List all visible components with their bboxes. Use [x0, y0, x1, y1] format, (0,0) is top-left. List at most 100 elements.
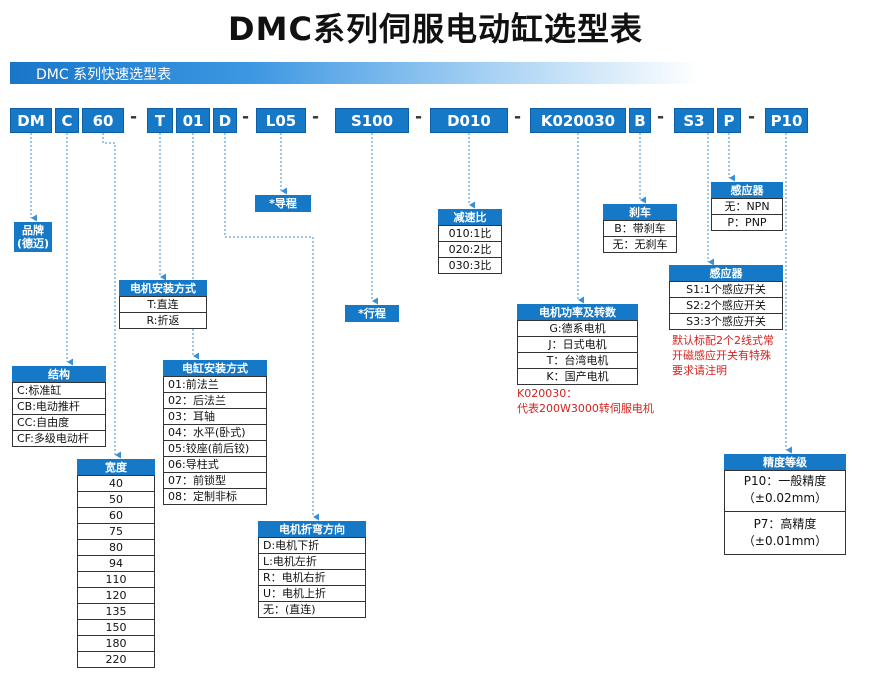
list-item: 02：后法兰 [164, 393, 266, 409]
code-k020030: K020030 [530, 108, 626, 133]
list-item: 75 [78, 524, 154, 540]
list-item: 06:导柱式 [164, 457, 266, 473]
list-item: 120 [78, 588, 154, 604]
list-item: 180 [78, 636, 154, 652]
precision-p7-range: （±0.01mm） [742, 534, 828, 548]
list-item: 04：水平(卧式) [164, 425, 266, 441]
list-item: P：PNP [727, 216, 767, 229]
list-item: 60 [78, 508, 154, 524]
motor-power-note: 代表200W3000转伺服电机 [517, 402, 654, 415]
sensor-type-list: 无：NPN P：PNP [711, 198, 783, 231]
list-item: 220 [105, 653, 127, 666]
motor-mount-label: 电机安装方式 [119, 280, 207, 297]
list-item: L:电机左折 [259, 554, 365, 570]
reducer-list: 010:1比 020:2比 030:3比 [438, 225, 502, 274]
code-c: C [55, 108, 79, 133]
dash: - [242, 107, 250, 127]
code-p: P [717, 108, 741, 133]
sensor-type-label: 感应器 [711, 182, 783, 199]
list-item: 50 [78, 492, 154, 508]
list-item: U：电机上折 [259, 586, 365, 602]
list-item: R:折返 [146, 314, 180, 327]
list-item: 030:3比 [448, 259, 492, 272]
list-item: 05:铰座(前后铰) [164, 441, 266, 457]
dash: - [312, 107, 320, 127]
list-item: 无：无刹车 [612, 238, 668, 251]
dash: - [415, 107, 423, 127]
brake-label: 刹车 [603, 204, 677, 221]
list-item: T:直连 [120, 297, 206, 313]
list-item: S1:1个感应开关 [670, 282, 782, 298]
fold-direction-list: D:电机下折 L:电机左折 R：电机右折 U：电机上折 无：(直连) [258, 537, 366, 618]
list-item: 无：NPN [712, 199, 782, 215]
list-item: 01:前法兰 [164, 377, 266, 393]
sensor-switch-note: 默认标配2个2线式常 [672, 334, 774, 347]
list-item: 020:2比 [439, 242, 501, 258]
list-item: 110 [78, 572, 154, 588]
sensor-switch-note: 要求请注明 [672, 364, 727, 377]
list-item: 94 [78, 556, 154, 572]
code-s3: S3 [674, 108, 714, 133]
list-item: 010:1比 [439, 226, 501, 242]
motor-power-note: K020030： [517, 387, 578, 400]
structure-list: C:标准缸 CB:电动推杆 CC:自由度 CF:多级电动杆 [12, 382, 106, 447]
list-item: 40 [78, 476, 154, 492]
dash: - [514, 107, 522, 127]
list-item: 无：(直连) [263, 603, 316, 616]
width-label: 宽度 [77, 459, 155, 476]
list-item: 03：耳轴 [164, 409, 266, 425]
list-item: K：国产电机 [546, 370, 609, 383]
list-item: 135 [78, 604, 154, 620]
subtitle: DMC 系列快速选型表 [36, 67, 172, 83]
dash: - [657, 107, 665, 127]
motor-mount-list: T:直连 R:折返 [119, 296, 207, 329]
code-01: 01 [176, 108, 210, 133]
code-p10: P10 [765, 108, 808, 133]
page-title: DMC系列伺服电动缸选型表 [228, 10, 643, 48]
list-item: C:标准缸 [13, 383, 105, 399]
list-item: J：日式电机 [518, 337, 637, 353]
stroke-label: *行程 [345, 305, 399, 322]
width-list: 40 50 60 75 80 94 110 120 135 150 180 22… [77, 475, 155, 668]
code-b: B [629, 108, 651, 133]
list-item: 80 [78, 540, 154, 556]
list-item: D:电机下折 [259, 538, 365, 554]
code-d010: D010 [430, 108, 508, 133]
sensor-switch-list: S1:1个感应开关 S2:2个感应开关 S3:3个感应开关 [669, 281, 783, 330]
brake-list: B：带刹车 无：无刹车 [603, 220, 677, 253]
precision-p10: P10：一般精度 [743, 474, 827, 488]
precision-p10-range: （±0.02mm） [742, 491, 828, 505]
code-l05: L05 [256, 108, 306, 133]
list-item: B：带刹车 [604, 221, 676, 237]
code-dm: DM [10, 108, 52, 133]
precision-label: 精度等级 [724, 454, 846, 471]
precision-list: P10：一般精度 （±0.02mm） P7：高精度 （±0.01mm） [724, 470, 846, 555]
precision-p7: P7：高精度 [753, 517, 817, 531]
structure-label: 结构 [12, 366, 106, 383]
motor-power-list: G:德系电机 J：日式电机 T：台湾电机 K：国产电机 [517, 320, 638, 385]
list-item: 07：前锁型 [164, 473, 266, 489]
list-item: CC:自由度 [13, 415, 105, 431]
code-s100: S100 [335, 108, 409, 133]
sensor-switch-label: 感应器 [669, 265, 783, 282]
list-item: R：电机右折 [259, 570, 365, 586]
dash: - [748, 107, 756, 127]
list-item: CF:多级电动杆 [17, 432, 89, 445]
code-60: 60 [82, 108, 124, 133]
code-d: D [213, 108, 237, 133]
code-t: T [147, 108, 173, 133]
list-item: S3:3个感应开关 [686, 315, 766, 328]
list-item: T：台湾电机 [518, 353, 637, 369]
lead-label: *导程 [255, 195, 311, 212]
cylinder-mount-label: 电缸安装方式 [163, 360, 267, 377]
sensor-switch-note: 开磁感应开关有特殊 [672, 349, 771, 362]
motor-power-label: 电机功率及转数 [517, 304, 638, 321]
list-item: 08：定制非标 [168, 490, 237, 503]
brand-label: 品牌 (德迈) [14, 222, 52, 252]
reducer-label: 减速比 [438, 209, 502, 226]
list-item: 150 [78, 620, 154, 636]
list-item: G:德系电机 [518, 321, 637, 337]
dash: - [130, 107, 138, 127]
cylinder-mount-list: 01:前法兰 02：后法兰 03：耳轴 04：水平(卧式) 05:铰座(前后铰)… [163, 376, 267, 505]
